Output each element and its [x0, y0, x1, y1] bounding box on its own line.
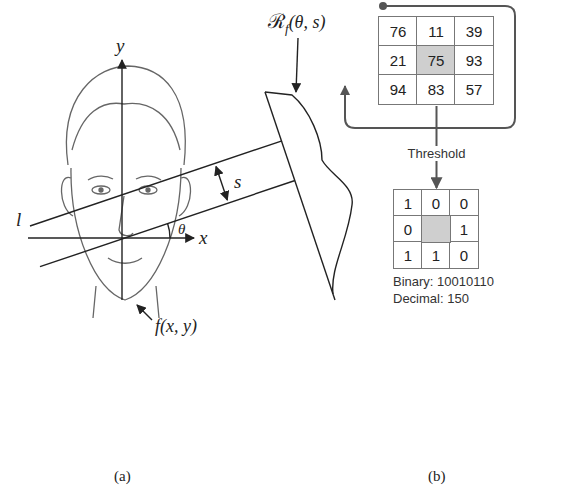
math-label: f(x, y): [155, 316, 197, 336]
math-label: x: [199, 228, 207, 248]
pupil: [146, 188, 150, 192]
grid-cell: 1: [421, 241, 451, 269]
nose: [119, 196, 133, 236]
grid-cell: 0: [449, 189, 479, 217]
grid-cell: 75: [416, 45, 456, 76]
scan-loop: [345, 2, 515, 128]
cell-value: 1: [404, 247, 412, 264]
result-text: Decimal: 150: [393, 291, 469, 306]
grid-cell: 21: [378, 45, 418, 76]
cell-value: 75: [428, 52, 445, 69]
eyebrow: [136, 176, 161, 180]
math-label: s: [234, 172, 241, 192]
grid-cell: 83: [416, 74, 456, 105]
eye: [92, 186, 110, 194]
grid-cell: 0: [421, 189, 451, 217]
mouth: [108, 258, 142, 263]
panel-label: (b): [428, 468, 446, 485]
math-label: ℛ: [268, 10, 285, 32]
leader-arrow: [296, 38, 298, 92]
face-drawing: [61, 66, 190, 318]
math-label: f: [285, 22, 289, 36]
grid-cell: 0: [449, 241, 479, 269]
grid-cell: [421, 215, 451, 243]
grid-cell: 1: [449, 215, 479, 243]
cell-value: 57: [466, 81, 483, 98]
parallel-line: [40, 181, 295, 267]
face-contour: [71, 168, 181, 300]
grid-cell: 0: [393, 215, 423, 243]
leader-arrow: [137, 305, 152, 320]
math-label: l: [16, 210, 21, 230]
hair-line: [72, 103, 180, 150]
s-arrow: [216, 167, 227, 201]
pupil: [99, 188, 103, 192]
pixel-grid: 76 11 39 21 75 93 94 83 57: [378, 16, 495, 106]
eye: [139, 186, 157, 194]
cell-value: 1: [460, 221, 468, 238]
cell-value: 0: [460, 247, 468, 264]
hair: [66, 66, 185, 165]
grid-cell: 1: [393, 241, 423, 269]
math-label: θ: [178, 221, 185, 237]
projection-axis: [265, 92, 335, 300]
grid-cell: 94: [378, 74, 418, 105]
neck: [93, 286, 96, 318]
edge-label: Threshold: [405, 146, 469, 161]
math-label: y: [116, 36, 124, 56]
grid-cell: 76: [378, 16, 418, 47]
cell-value: 83: [428, 81, 445, 98]
cell-value: 93: [466, 52, 483, 69]
cell-value: 39: [466, 23, 483, 40]
loop-arrow: [345, 6, 515, 128]
grid-cell: 11: [416, 16, 456, 47]
grid-cell: 39: [454, 16, 494, 47]
angle-arc: [168, 224, 170, 238]
binary-grid: 1 0 0 0 1 1 1 0: [393, 189, 480, 270]
cell-value: 11: [428, 23, 444, 40]
cell-value: 0: [432, 195, 440, 212]
ear: [61, 177, 73, 216]
cell-value: 0: [460, 195, 468, 212]
ear: [179, 177, 191, 216]
eyebrow: [88, 176, 113, 180]
cell-value: 0: [404, 221, 412, 238]
cell-value: 21: [390, 52, 407, 69]
y-axis: [121, 60, 122, 300]
cell-value: 1: [404, 195, 412, 212]
grid-cell: 93: [454, 45, 494, 76]
panel-label: (a): [114, 468, 131, 485]
result-text: Binary: 10010110: [393, 274, 494, 289]
cell-value: 94: [390, 81, 407, 98]
cell-value: 76: [390, 23, 407, 40]
grid-cell: 1: [393, 189, 423, 217]
x-axis: [28, 237, 194, 238]
math-label: (θ, s): [289, 12, 326, 32]
line-l: [30, 141, 282, 226]
neck: [156, 286, 159, 318]
cell-value: 1: [432, 247, 440, 264]
grid-cell: 57: [454, 74, 494, 105]
projection-curve: [265, 92, 352, 294]
axes: [28, 38, 352, 320]
